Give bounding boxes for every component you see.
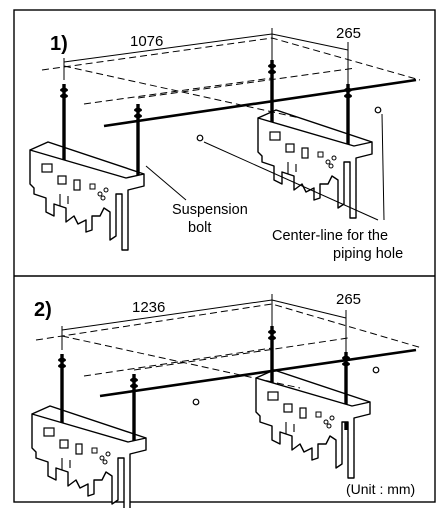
panel-2: 2) 1236 265 <box>31 291 423 513</box>
center-line-label-line2: piping hole <box>333 246 403 262</box>
suspension-bolt <box>132 102 144 184</box>
unit-label: (Unit : mm) <box>346 481 415 497</box>
step-number-1: 1) <box>50 33 68 55</box>
outer-border <box>13 9 436 503</box>
piping-hole-marker <box>374 106 382 114</box>
mounting-bracket <box>29 141 145 251</box>
panel-1: 1) 1076 265 Suspension bolt Center-line … <box>29 25 421 262</box>
dimension-label-2b: 265 <box>336 291 361 308</box>
piping-hole-marker <box>192 398 200 406</box>
suspension-bolt-label-line1: Suspension <box>172 202 248 218</box>
dimension-label-1a: 1076 <box>130 33 163 50</box>
dimension-line-2a <box>61 299 273 331</box>
mounting-bracket <box>31 405 147 513</box>
dimension-label-2a: 1236 <box>132 299 165 316</box>
piping-hole-marker <box>372 366 380 374</box>
mounting-bracket <box>255 369 371 479</box>
suspension-bolt <box>56 352 68 434</box>
dimension-line-2b <box>271 299 347 319</box>
center-line-label-line1: Center-line for the <box>272 228 388 244</box>
piping-center-line-1 <box>103 78 417 128</box>
dimension-line-1a <box>63 33 273 63</box>
dimension-line-1b <box>271 33 349 51</box>
piping-hole-marker <box>196 134 204 142</box>
mounting-bracket <box>257 109 373 219</box>
dimension-label-1b: 265 <box>336 25 361 42</box>
suspension-bolt-label-line2: bolt <box>188 220 211 236</box>
ceiling-outline-2 <box>35 303 423 349</box>
suspension-bolt <box>58 82 70 164</box>
step-number-2: 2) <box>34 299 52 321</box>
piping-center-line-2 <box>99 348 417 398</box>
